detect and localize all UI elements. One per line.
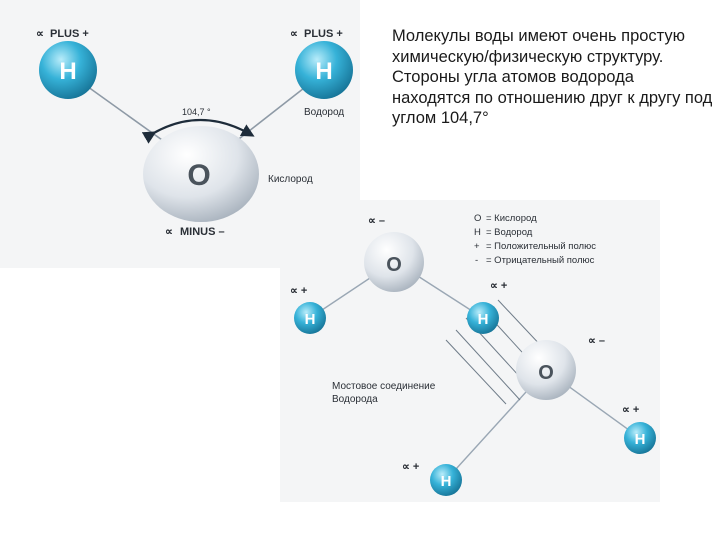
legend: O = Кислород H = Водород + = Положительн… <box>474 213 596 266</box>
bond-label: Водорода <box>332 394 378 405</box>
minus-label: MINUS – <box>180 226 225 238</box>
hydrogen-symbol: H <box>305 311 316 328</box>
delta-plus-label: ∝ + <box>622 404 639 416</box>
oxygen-atom <box>143 126 259 222</box>
bottom-hydrogen-bond-diagram: O O H H H H ∝ – ∝ – ∝ + ∝ + ∝ + ∝ + Мост… <box>290 213 656 496</box>
hydrogen-atom-right <box>295 41 353 99</box>
oxygen-atom <box>364 232 424 292</box>
legend-text: = Водород <box>486 227 533 238</box>
hydrogen-symbol: H <box>635 431 646 448</box>
delta-symbol: ∝ <box>290 28 298 40</box>
oxygen-symbol: O <box>187 159 210 192</box>
delta-minus-label: ∝ – <box>368 215 385 227</box>
legend-key: - <box>475 255 478 266</box>
hydrogen-symbol: H <box>478 311 489 328</box>
hydrogen-atom <box>624 422 656 454</box>
hydrogen-atom <box>294 302 326 334</box>
bond-label: Мостовое соединение <box>332 381 436 392</box>
hydrogen-atom <box>430 464 462 496</box>
oxygen-atom <box>516 340 576 400</box>
legend-text: = Положительный полюс <box>486 241 596 252</box>
hydrogen-symbol: H <box>59 58 76 85</box>
delta-plus-label: ∝ + <box>402 461 419 473</box>
bottom-diagram-panel <box>280 200 660 502</box>
delta-symbol: ∝ <box>36 28 44 40</box>
hydrogen-atom <box>467 302 499 334</box>
oxygen-label: Кислород <box>268 174 313 185</box>
caption-text: Молекулы воды имеют очень простую химиче… <box>392 27 713 127</box>
delta-symbol: ∝ <box>165 226 173 238</box>
plus-label-left: PLUS + <box>50 28 89 40</box>
hydrogen-symbol: H <box>441 473 452 490</box>
hydrogen-atom-left <box>39 41 97 99</box>
oxygen-symbol: O <box>538 362 554 384</box>
legend-text: = Отрицательный полюс <box>486 255 595 266</box>
top-water-molecule: 104,7 ° H H O ∝ PLUS + ∝ PLUS + Водород … <box>36 28 353 238</box>
angle-arrow <box>141 119 255 144</box>
legend-key: O <box>474 213 481 224</box>
hydrogen-symbol: H <box>315 58 332 85</box>
delta-plus-label: ∝ + <box>490 280 507 292</box>
legend-text: = Кислород <box>486 213 537 224</box>
delta-minus-label: ∝ – <box>588 335 605 347</box>
legend-key: + <box>474 241 480 252</box>
angle-label: 104,7 ° <box>182 107 211 117</box>
hydrogen-label: Водород <box>304 107 344 118</box>
oxygen-symbol: O <box>386 254 402 276</box>
plus-label-right: PLUS + <box>304 28 343 40</box>
delta-plus-label: ∝ + <box>290 285 307 297</box>
legend-key: H <box>474 227 481 238</box>
